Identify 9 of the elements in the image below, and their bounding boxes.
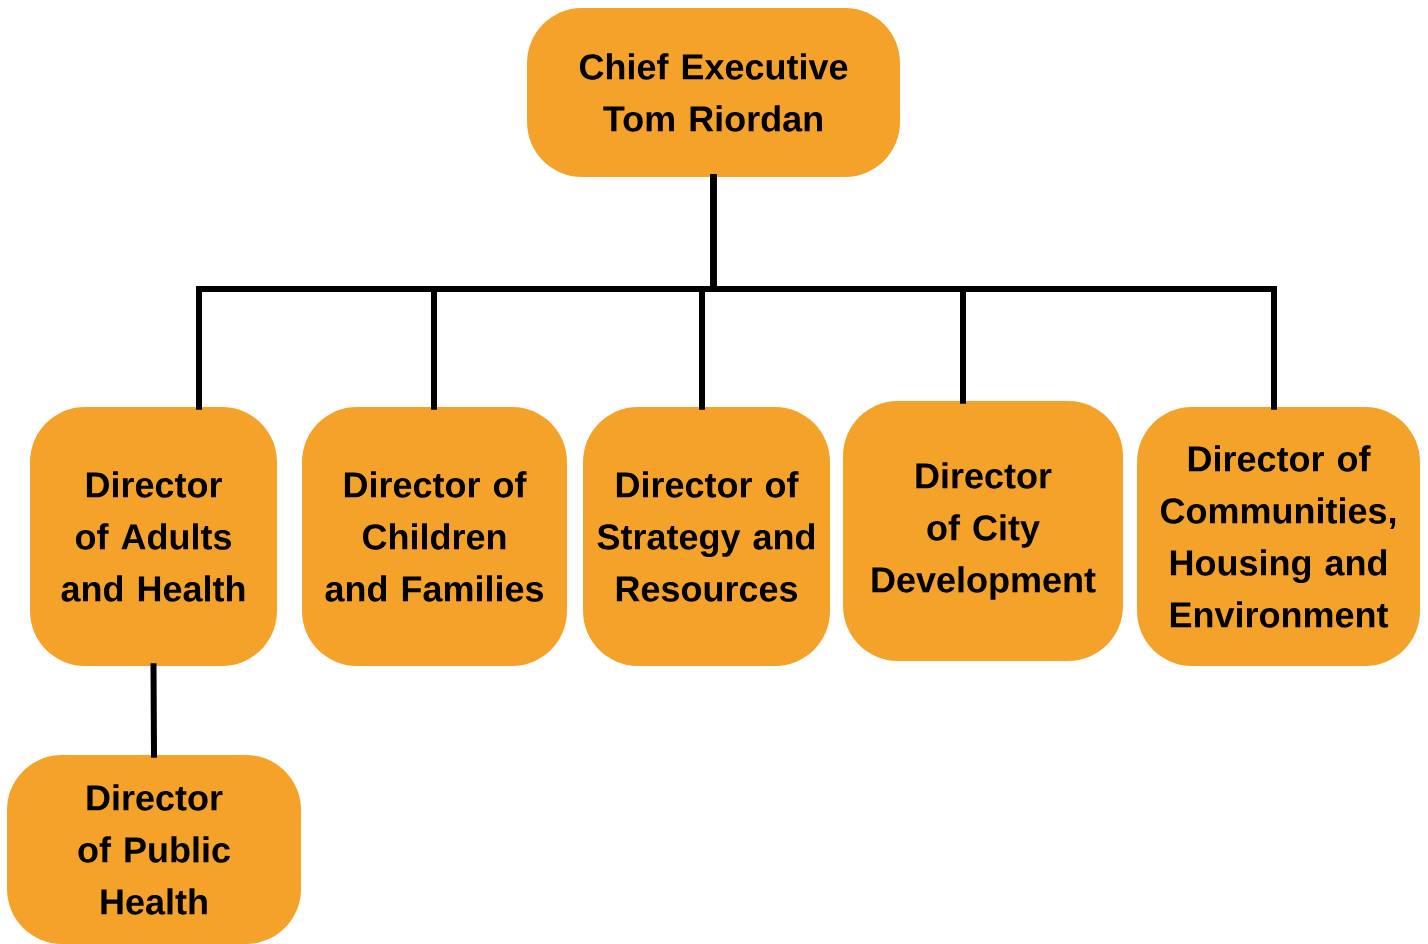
org-box: Chief Executive Tom Riordan (527, 8, 900, 177)
org-box: Director of Strategy and Resources (583, 407, 830, 666)
org-box: Director of Public Health (7, 755, 301, 944)
connector-line (710, 174, 1277, 410)
org-box: Director of Children and Families (302, 407, 567, 666)
org-box: Director of Communities, Housing and Environment (1137, 407, 1420, 666)
org-box: Director of Adults and Health (30, 407, 277, 666)
org-box: Director of City Development (843, 401, 1123, 661)
connector-line (150, 663, 157, 758)
